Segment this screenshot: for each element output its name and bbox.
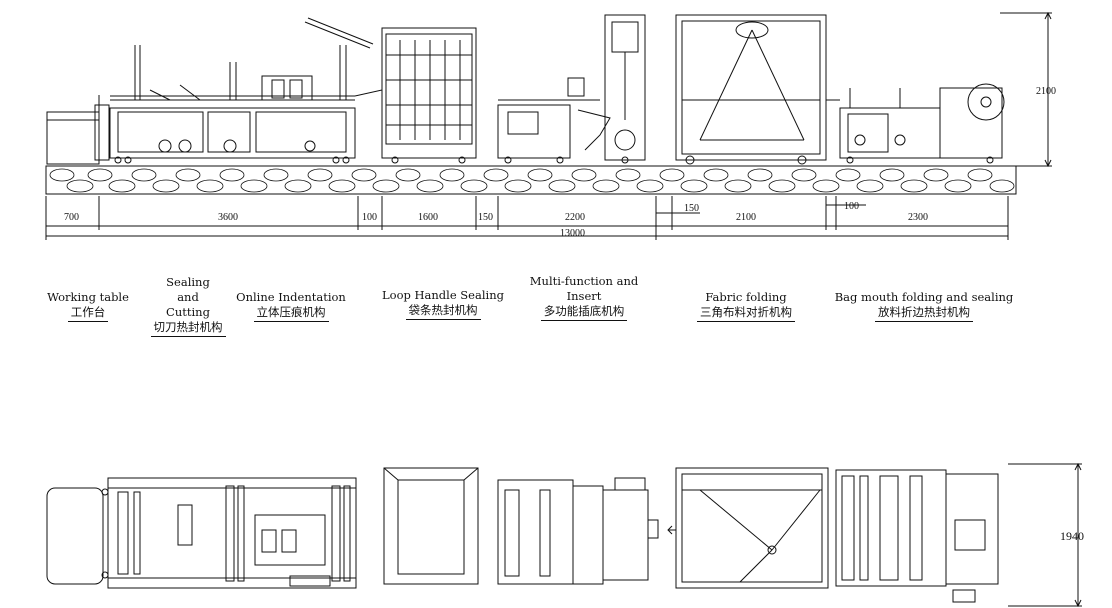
plan-view [46,462,1082,608]
working-table-plan [46,487,109,585]
triangle-tower-side [604,14,646,164]
station-en: Sealing and Cutting [166,275,210,319]
station-zh: 切刀热封机构 [150,320,226,337]
fabric-folding-side [675,14,840,165]
station-label-bag-mouth: Bag mouth folding and sealing 放料折边热封机构 [830,290,1018,322]
station-zh: 放料折边热封机构 [875,305,973,322]
station-en: Loop Handle Sealing [382,288,504,302]
dimension-chain [45,196,1009,240]
segment-label-1: 3600 [218,212,238,223]
segment-label-3: 1600 [418,212,438,223]
station-label-loop-handle: Loop Handle Sealing 袋条热封机构 [381,288,505,320]
segment-label-8: 100 [844,201,859,212]
segment-label-2: 100 [362,212,377,223]
width-dimension [1008,462,1082,608]
station-en: Fabric folding [705,290,787,304]
height-dimension [1000,11,1052,168]
loop-handle-plan [383,467,479,585]
working-table-side [46,95,110,165]
height-dimension-label: 2100 [1036,86,1056,97]
station-zh: 三角布料对折机构 [697,305,795,322]
station-label-working-table: Working table 工作台 [46,290,130,322]
station-en: Working table [47,290,129,304]
station-zh: 立体压痕机构 [253,305,329,322]
station-label-online-indentation: Online Indentation 立体压痕机构 [234,290,348,322]
foundation [45,165,1017,195]
station-zh: 袋条热封机构 [405,303,481,320]
segment-label-6: 150 [684,203,699,214]
side-elevation [45,11,1052,240]
multifunction-plan [497,477,659,585]
station-label-multifunction: Multi-function and Insert 多功能插底机构 [524,274,644,321]
station-en: Online Indentation [236,290,346,304]
segment-label-7: 2100 [736,212,756,223]
station-label-fabric-folding: Fabric folding 三角布料对折机构 [686,290,806,322]
station-zh: 工作台 [67,305,109,322]
segment-label-5: 2200 [565,212,585,223]
width-dimension-label: 1940 [1060,529,1084,543]
station-en: Bag mouth folding and sealing [834,290,1014,304]
segment-label-4: 150 [478,212,493,223]
segment-label-0: 700 [64,212,79,223]
sealing-cutting-plan [107,477,357,589]
multifunction-insert-side [497,77,611,164]
segment-label-9: 2300 [908,212,928,223]
loop-handle-sealing-side [354,27,477,164]
bag-mouth-folding-plan [835,469,999,603]
station-label-sealing-cutting: Sealing and Cutting 切刀热封机构 [146,275,230,337]
bag-mouth-folding-side [839,83,1005,164]
total-dimension-label: 13000 [560,228,585,239]
station-zh: 多功能插底机构 [540,304,628,321]
station-en: Multi-function and Insert [529,274,639,303]
fabric-folding-plan [667,467,829,589]
sealing-cutting-side [109,17,374,164]
